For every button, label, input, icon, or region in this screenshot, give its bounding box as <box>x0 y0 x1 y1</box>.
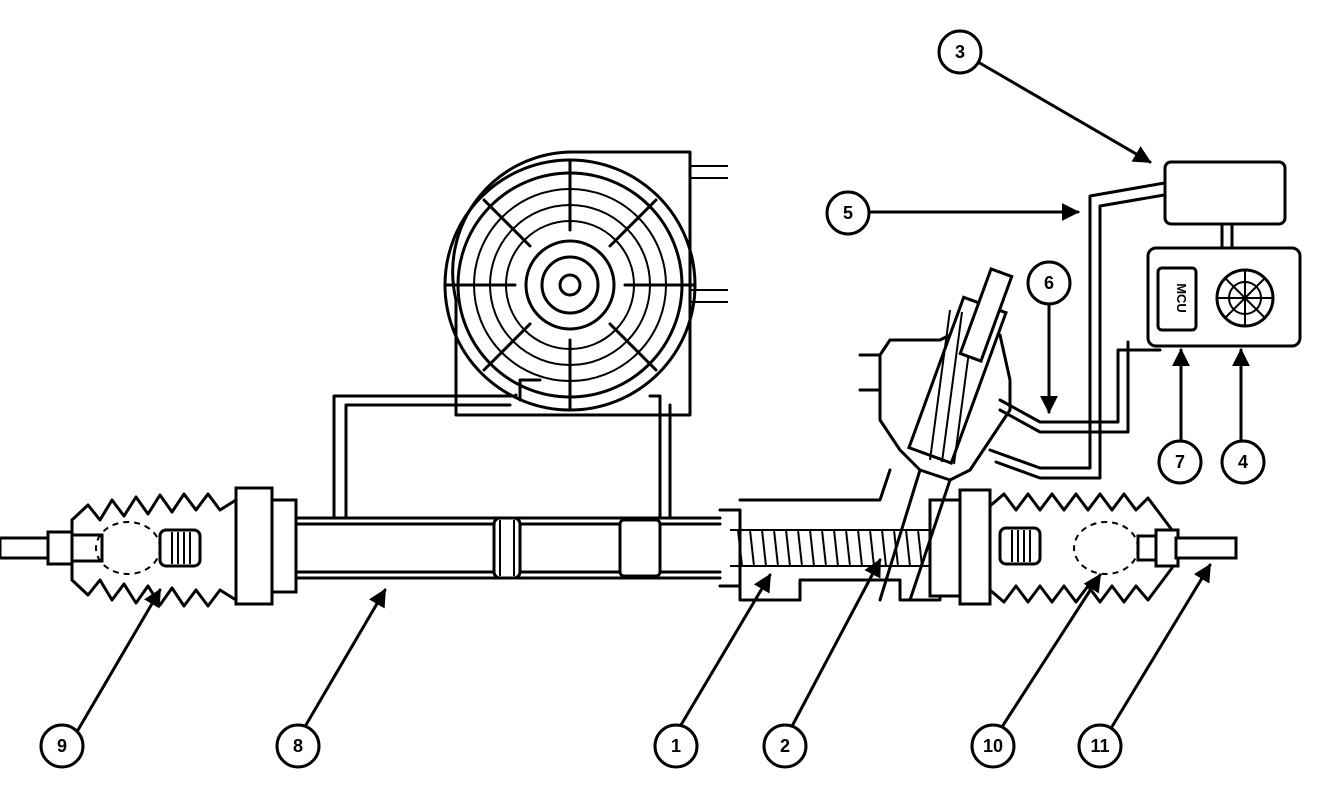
callout-10: 10 <box>970 723 1016 769</box>
callout-6: 6 <box>1026 260 1072 306</box>
callout-number: 6 <box>1044 273 1054 293</box>
callout-number: 7 <box>1175 452 1185 472</box>
callout-5: 5 <box>825 190 871 236</box>
callout-circle <box>275 723 321 769</box>
pump-assembly <box>443 150 728 417</box>
callout-1: 1 <box>653 723 699 769</box>
steering-valve <box>858 267 1014 602</box>
callout-2: 2 <box>762 723 808 769</box>
callout-number: 8 <box>293 736 303 756</box>
callout-circle <box>1077 723 1123 769</box>
arrow-8 <box>301 588 387 732</box>
callout-circle <box>762 723 808 769</box>
callout-circle <box>1026 260 1072 306</box>
rack-housing <box>234 468 992 606</box>
left-boot <box>70 492 238 608</box>
callout-7: 7 <box>1157 439 1203 485</box>
arrow-3 <box>976 60 1152 164</box>
callout-number: 1 <box>671 736 681 756</box>
callout-circle <box>1157 439 1203 485</box>
arrow-10 <box>998 573 1102 732</box>
arrow-9 <box>76 588 162 732</box>
arrow-11 <box>1108 563 1212 732</box>
left-tie-rod <box>0 530 104 566</box>
callout-circle <box>653 723 699 769</box>
callout-number: 4 <box>1238 452 1248 472</box>
arrow-1 <box>676 573 772 732</box>
right-tie-rod <box>1136 528 1238 568</box>
hydraulic-lines <box>332 393 672 520</box>
callout-circle <box>937 29 983 75</box>
arrow-2 <box>788 558 882 732</box>
callout-11: 11 <box>1077 723 1123 769</box>
sensor-label: MCU <box>1174 283 1189 313</box>
callout-number: 2 <box>780 736 790 756</box>
callout-8: 8 <box>275 723 321 769</box>
callout-4: 4 <box>1220 439 1266 485</box>
callout-number: 5 <box>843 203 853 223</box>
reservoir <box>1163 160 1287 262</box>
control-unit: MCU <box>1146 246 1302 348</box>
callout-layer: 1 2 3 4 5 6 7 8 9 10 11 <box>39 29 1266 769</box>
callout-number: 10 <box>983 736 1003 756</box>
callout-number: 3 <box>955 42 965 62</box>
callout-number: 9 <box>57 736 67 756</box>
callout-3: 3 <box>937 29 983 75</box>
callout-number: 11 <box>1090 736 1109 756</box>
callout-9: 9 <box>39 723 85 769</box>
callout-circle <box>1220 439 1266 485</box>
callout-circle <box>970 723 1016 769</box>
callout-circle <box>825 190 871 236</box>
callout-circle <box>39 723 85 769</box>
valve-lines <box>988 180 1172 480</box>
